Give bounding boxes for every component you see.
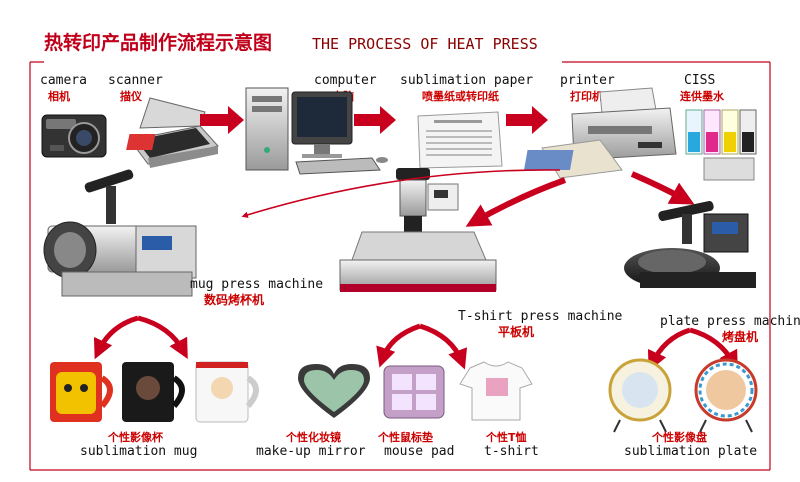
ciss-label-en: CISS [684,73,715,88]
camera-label-en: camera [40,73,87,88]
product-tshirt-label-en: t-shirt [484,444,539,459]
sublimation-paper-image [417,111,503,169]
arrow-paper-to-printer [506,106,548,134]
scanner-label-en: scanner [108,73,163,88]
mug-press-machine-image [43,169,197,297]
scanner-label-cn: 描仪 [120,89,143,103]
tshirt-machine-label-en: T-shirt press machine [458,309,623,324]
tshirt-product-image [459,361,533,421]
tshirt-machine-label-cn: 平板机 [498,324,534,339]
computer-image [245,87,388,175]
arrow-computer-to-paper [354,106,396,134]
plate-press-machine-image [624,201,756,288]
title-english: THE PROCESS OF HEAT PRESS [312,35,538,53]
flow-arrows-middle [241,169,695,227]
mirror-product-image [298,364,370,418]
printer-label-cn: 打印机 [570,89,603,103]
paper-label-en: sublimation paper [400,73,533,88]
title-chinese: 热转印产品制作流程示意图 [44,31,272,54]
paper-label-cn: 喷墨纸或转印纸 [422,89,499,103]
arrow-tshirt-machine-to-tshirt [419,323,468,370]
arrow-mug-machine-to-mug-right [137,315,188,360]
product-tshirt-label-cn: 个性T恤 [485,430,527,444]
product-mousepad-label-cn: 个性鼠标垫 [377,430,433,444]
tshirt-press-machine-image [339,168,497,292]
product-plate-label-en: sublimation plate [624,444,757,459]
arrow-tshirt-machine-to-mousepad [376,323,421,368]
printer-label-en: printer [560,73,615,88]
mug-products-image [50,361,259,423]
product-mousepad-label-en: mouse pad [384,444,454,459]
plate-products-image [608,358,758,433]
product-mirror-label-cn: 个性化妆镜 [285,430,341,444]
mousepad-product-image [383,365,445,419]
scanner-image [126,97,219,168]
arrow-scanner-to-computer [200,106,244,134]
mug-machine-label-cn: 数码烤杯机 [204,292,264,307]
plate-machine-label-cn: 烤盘机 [722,329,758,344]
product-plate-label-cn: 个性影像盘 [651,430,707,444]
product-mug-label-en: sublimation mug [80,444,197,459]
flow-arrows-bottom [93,315,738,372]
arrow-printer-to-plate-machine [630,171,695,205]
ciss-image [685,109,757,181]
arrow-printer-to-tshirt-machine [465,177,567,227]
computer-label-en: computer [314,73,377,88]
diagram-frame [29,61,771,471]
plate-machine-label-en: plate press machine [660,314,800,329]
ciss-label-cn: 连供墨水 [680,89,725,103]
arrow-plate-machine-to-plate-left [647,327,691,372]
arrow-printer-to-mug-machine [241,169,561,218]
camera-label-cn: 相机 [48,89,70,103]
printer-image [524,87,677,179]
mug-machine-label-en: mug press machine [190,277,323,292]
camera-image [41,114,107,158]
arrow-mug-machine-to-mug-left [93,315,139,360]
product-mug-label-cn: 个性影像杯 [107,430,164,444]
flow-arrows-top [200,106,548,134]
product-mirror-label-en: make-up mirror [256,444,366,459]
